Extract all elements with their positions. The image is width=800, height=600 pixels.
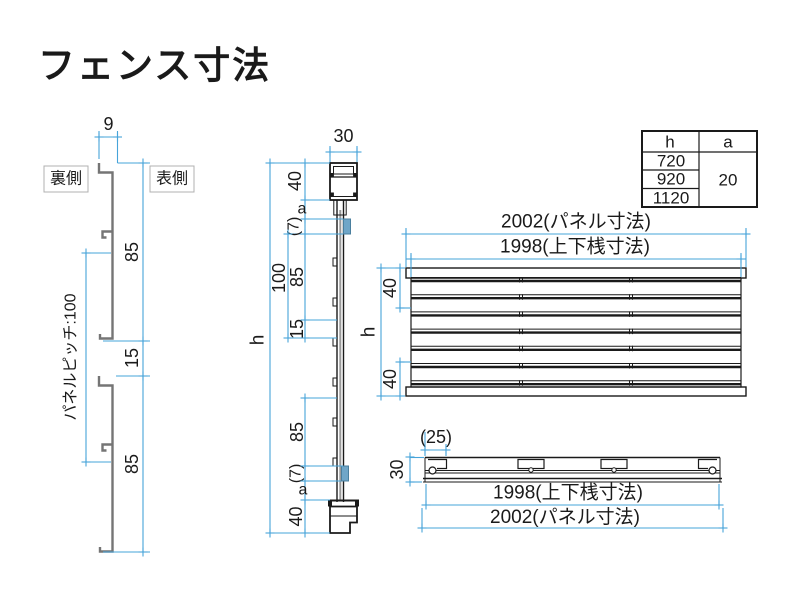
dimension-endpoint-markers (80, 131, 752, 558)
rail-plan-body (423, 456, 722, 483)
dim-section-pitch: 100 (269, 263, 289, 293)
upper-clip (343, 218, 351, 235)
plan-dim-panel-width: 2002(パネル寸法) (490, 506, 640, 528)
front-dim-panel-width: 2002(パネル寸法) (501, 211, 651, 233)
slat-bands (411, 277, 741, 386)
dim-top-a: a (298, 201, 307, 218)
panel-front-view: 2002(パネル寸法) 1998(上下桟寸法) h 40 40 (359, 211, 747, 397)
top-rail-section (329, 162, 358, 201)
plan-dim-rail-width: 1998(上下桟寸法) (493, 482, 643, 504)
table-header-a: a (723, 133, 733, 152)
dim-top-7: (7) (286, 217, 303, 237)
table-h-value-1: 720 (657, 152, 685, 171)
dim-section-upper-slat: 85 (287, 267, 307, 287)
dim-section-lower-slat: 85 (287, 422, 307, 442)
panel-core-section (332, 199, 351, 502)
front-side-label: 表側 (156, 170, 188, 188)
front-dim-top: 40 (380, 278, 400, 298)
front-bottom-rail (405, 386, 747, 397)
dim-slat-lip-width: 9 (103, 114, 113, 134)
page-title: フェンス寸法 (38, 45, 271, 86)
dim-bottom-a: a (299, 482, 308, 499)
dim-bottom-7: (7) (288, 464, 305, 484)
lower-clip (341, 465, 349, 482)
vertical-cross-section-view: 30 h 40 a (7) 100 85 15 85 (7) a 40 (248, 126, 359, 534)
table-h-value-3: 1120 (653, 189, 690, 208)
front-side-label-box (149, 165, 195, 193)
dim-overall-height: h (248, 335, 269, 346)
dim-top-rail-height: 40 (285, 171, 305, 191)
back-side-label-box (43, 165, 89, 193)
table-h-value-2: 920 (657, 170, 685, 189)
dim-rail-width: 30 (333, 126, 353, 146)
front-top-rail (405, 267, 747, 279)
back-side-label: 裏側 (50, 169, 82, 188)
table-a-value: 20 (719, 171, 738, 190)
slat-profile-lines (97, 163, 114, 553)
spec-table: h a 720 920 1120 20 (641, 130, 758, 208)
dim-lower-slat-height: 85 (122, 454, 142, 474)
bottom-rail-section (328, 499, 359, 534)
rail-plan-view: (25) 30 1998(上下桟寸法) 2002(パネル寸法) (387, 427, 724, 529)
plan-dim-depth: 30 (387, 459, 407, 479)
front-dim-rail-width: 1998(上下桟寸法) (500, 236, 650, 258)
table-header-h: h (665, 133, 674, 152)
plan-dim-end-offset: (25) (420, 427, 452, 447)
dim-upper-slat-height: 85 (122, 242, 142, 262)
front-dim-bottom: 40 (380, 369, 400, 389)
panel-profile-view: 裏側 表側 9 85 15 85 パネルピッチ:100 (43, 114, 195, 553)
dim-panel-pitch: パネルピッチ:100 (62, 293, 80, 420)
dim-bottom-rail-height: 40 (286, 506, 306, 526)
front-dim-height: h (359, 327, 380, 338)
dim-section-gap: 15 (287, 319, 307, 339)
dim-slat-gap: 15 (122, 348, 142, 368)
